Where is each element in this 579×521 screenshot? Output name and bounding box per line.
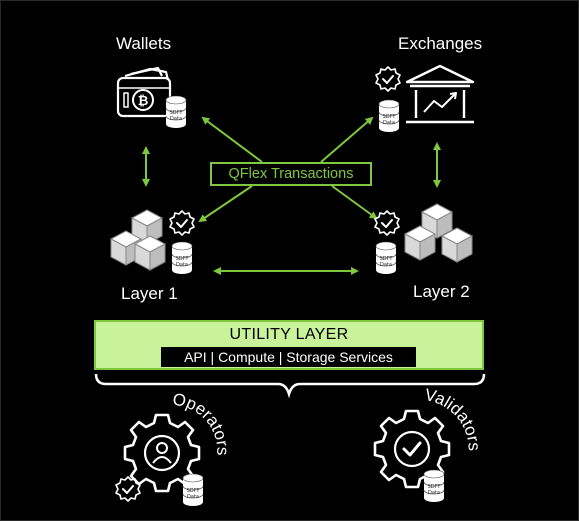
svg-text:SDFT: SDFT bbox=[380, 256, 394, 262]
gear-person-icon bbox=[123, 413, 201, 493]
wallets-label: Wallets bbox=[116, 34, 172, 53]
svg-text:SDFT: SDFT bbox=[187, 488, 201, 494]
database-label-bottom: Data bbox=[170, 116, 182, 122]
svg-text:Data: Data bbox=[176, 262, 188, 268]
svg-text:Data: Data bbox=[428, 490, 440, 496]
operators-label: Operators bbox=[171, 390, 232, 456]
svg-text:SDFT: SDFT bbox=[176, 256, 190, 262]
wallets-database-icon: SDFT Data bbox=[165, 95, 187, 129]
layer1-database-icon: SDFT Data bbox=[171, 241, 193, 275]
wallet-icon: ₿ bbox=[116, 66, 172, 118]
database-label-top: SDFT bbox=[170, 110, 184, 116]
qflex-transactions-box: QFlex Transactions bbox=[210, 162, 372, 186]
qflex-transactions-label: QFlex Transactions bbox=[228, 166, 354, 182]
bank-icon bbox=[405, 64, 475, 124]
operators-database-icon: SDFT Data bbox=[182, 473, 204, 507]
svg-text:Data: Data bbox=[187, 494, 199, 500]
arrow-to-exchanges bbox=[320, 116, 374, 163]
utility-layer-title: UTILITY LAYER bbox=[229, 326, 349, 343]
utility-layer-box: UTILITY LAYER API | Compute | Storage Se… bbox=[94, 320, 484, 370]
svg-text:Data: Data bbox=[380, 262, 392, 268]
utility-services-bar: API | Compute | Storage Services bbox=[161, 347, 416, 367]
layer2-database-icon: SDFT Data bbox=[375, 241, 397, 275]
validators-database-icon: SDFT Data bbox=[423, 469, 445, 503]
layer2-cubes-icon bbox=[404, 203, 473, 263]
exchanges-badge-icon bbox=[375, 66, 401, 92]
svg-text:Data: Data bbox=[383, 120, 395, 126]
validators-label: Validators bbox=[423, 385, 484, 451]
arrow-to-layer1 bbox=[198, 185, 253, 223]
svg-text:SDFT: SDFT bbox=[383, 114, 397, 120]
utility-services-label: API | Compute | Storage Services bbox=[184, 349, 393, 365]
exchanges-database-icon: SDFT Data bbox=[378, 99, 400, 133]
layer2-label: Layer 2 bbox=[413, 282, 470, 301]
gear-check-icon bbox=[373, 409, 451, 489]
layer1-cubes-icon bbox=[110, 209, 166, 271]
exchanges-label: Exchanges bbox=[398, 34, 483, 53]
svg-text:SDFT: SDFT bbox=[428, 484, 442, 490]
arrow-to-wallets bbox=[201, 116, 263, 163]
layer1-badge-icon bbox=[169, 210, 195, 236]
layer1-label: Layer 1 bbox=[121, 284, 178, 303]
connector-lines bbox=[142, 116, 441, 275]
layer2-badge-icon bbox=[374, 210, 400, 236]
arrow-to-layer2 bbox=[331, 185, 378, 220]
svg-text:₿: ₿ bbox=[138, 94, 149, 109]
utility-bracket bbox=[94, 373, 486, 399]
